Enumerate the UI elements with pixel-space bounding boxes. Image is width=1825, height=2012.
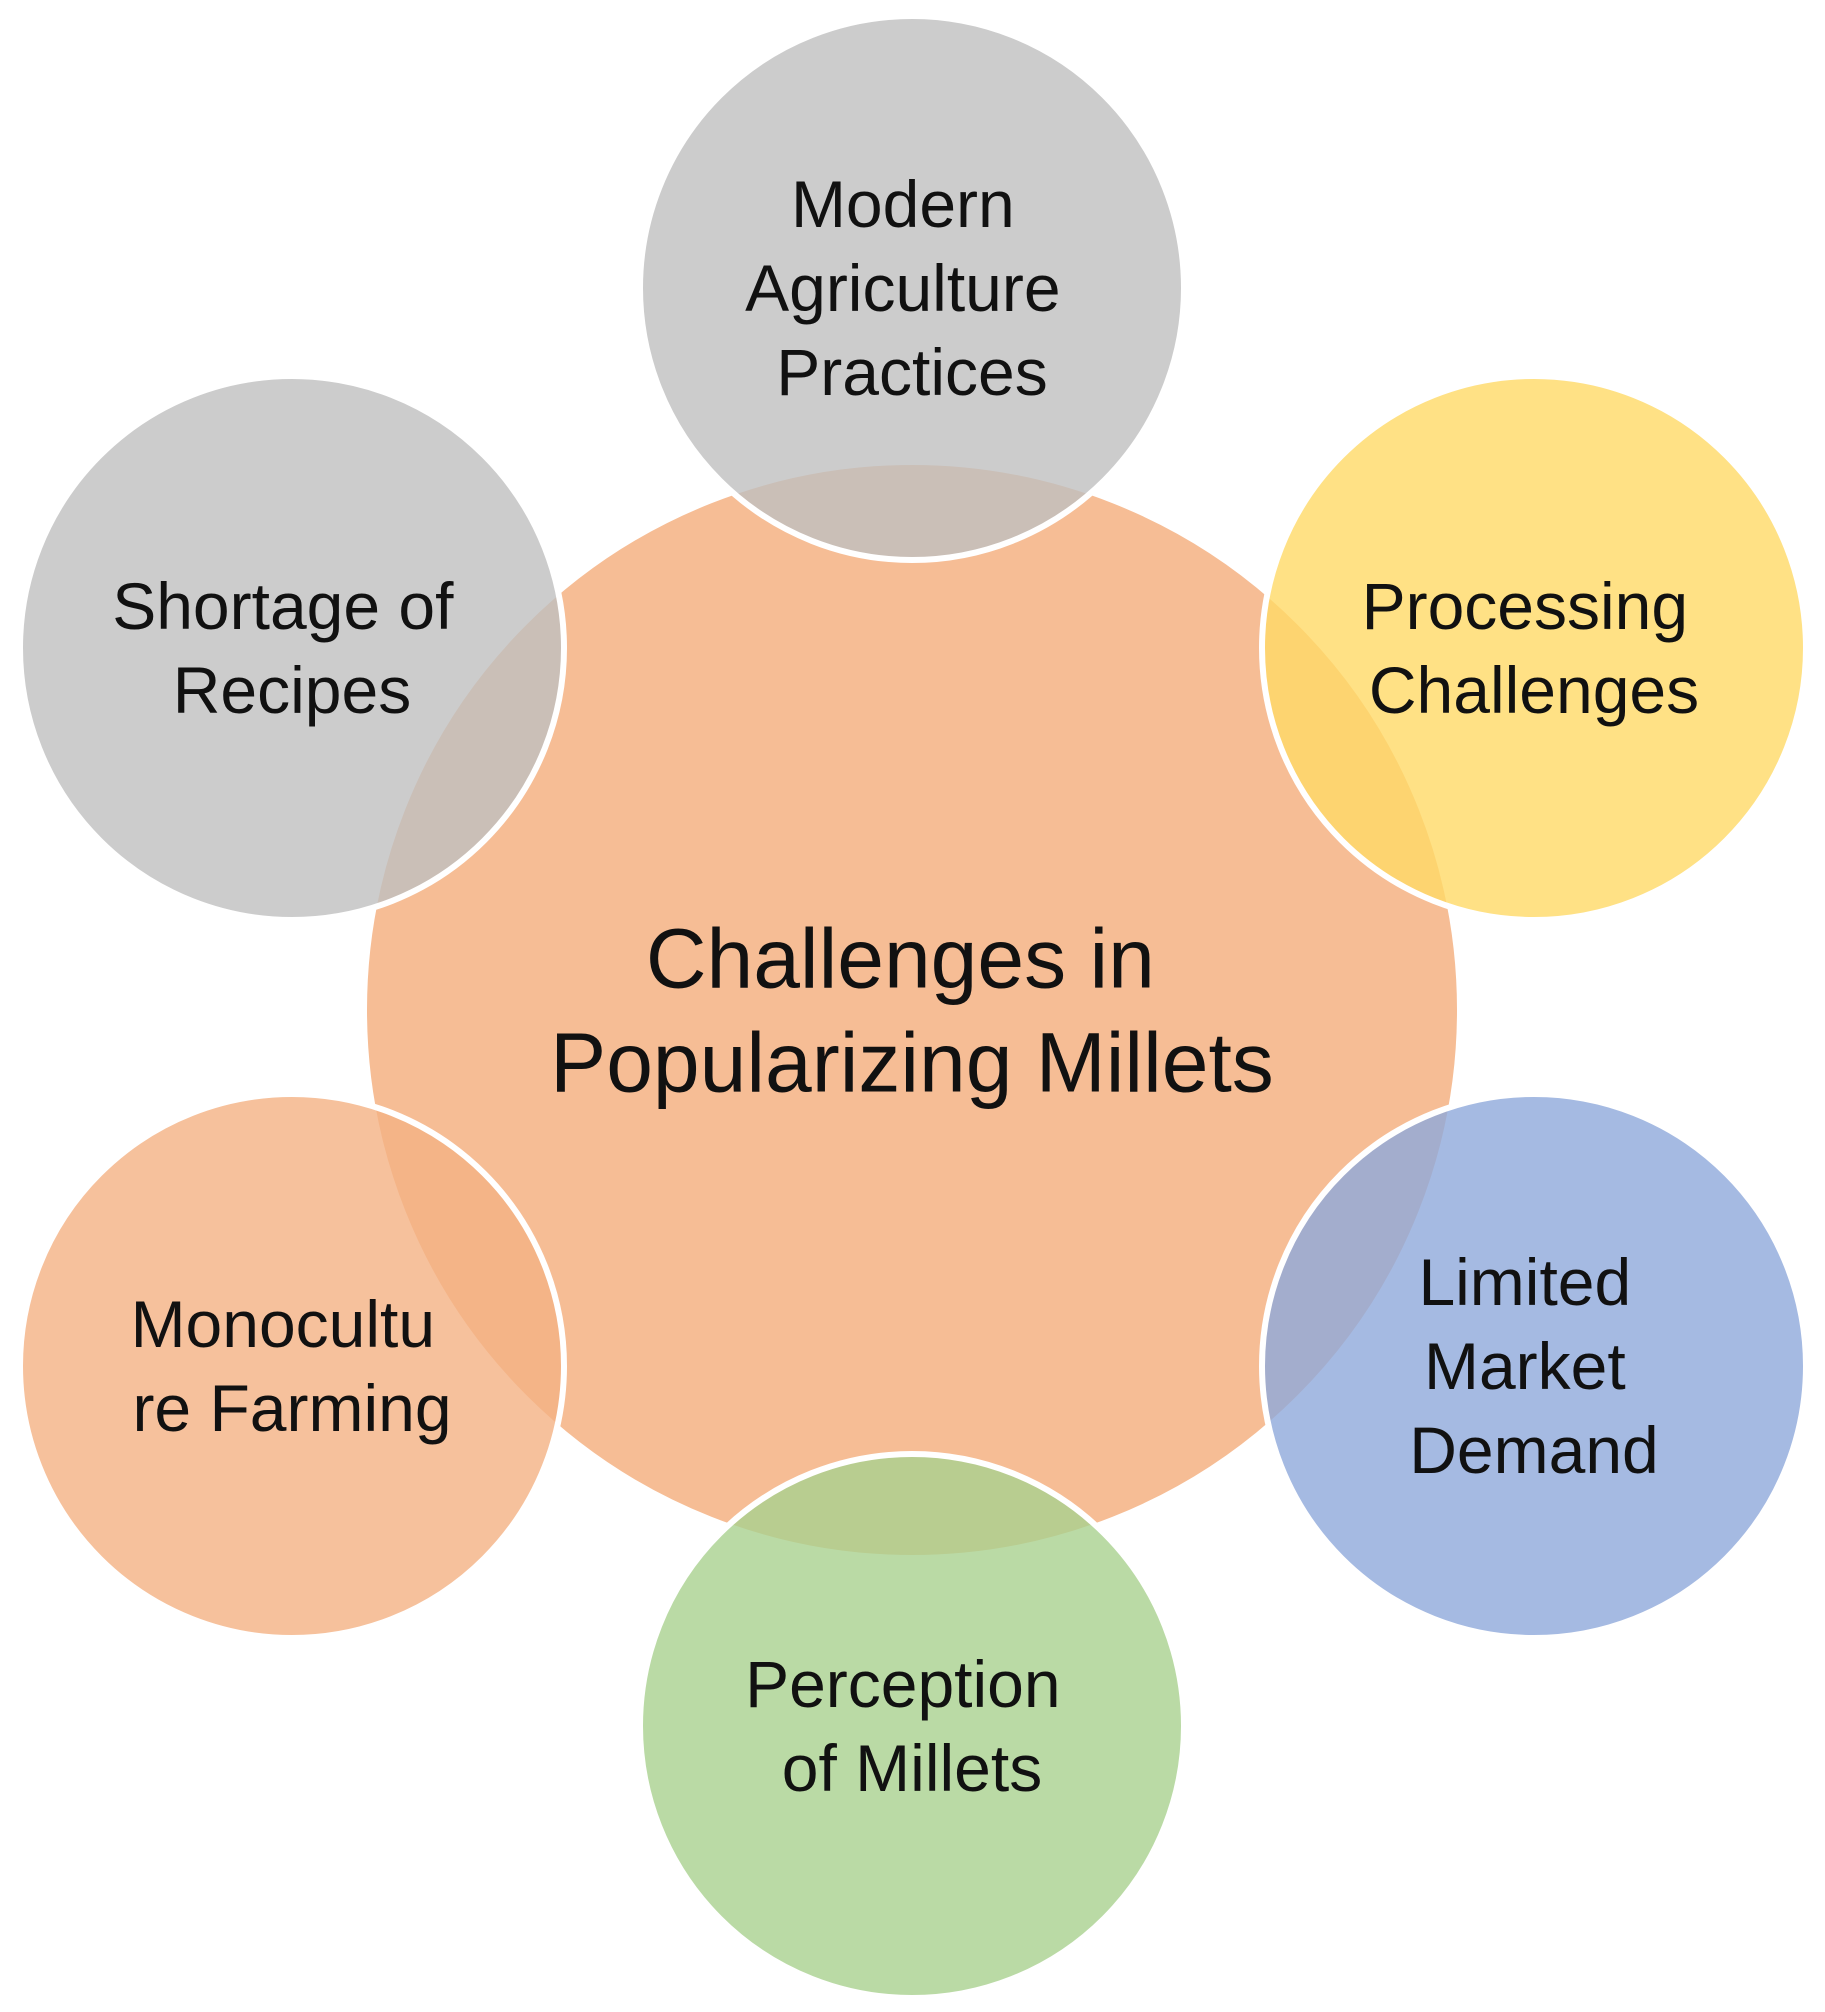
satellite-perception-of-millets: Perception of Millets <box>637 1451 1187 2001</box>
satellite-label-line: Recipes <box>173 653 411 727</box>
satellite-label-line: Demand <box>1409 1413 1658 1487</box>
satellite-label: Monocultu re Farming <box>131 1287 454 1445</box>
center-label-line: Challenges in <box>646 911 1155 1005</box>
center-label-line: Popularizing Millets <box>550 1015 1274 1109</box>
satellite-monoculture-farming: Monocultu re Farming <box>17 1091 567 1641</box>
satellite-circle <box>1259 1091 1809 1641</box>
satellite-label-line: re Farming <box>132 1371 451 1445</box>
satellite-circle <box>637 1451 1187 2001</box>
satellite-modern-agriculture-practices: Modern Agriculture Practices <box>637 13 1187 563</box>
satellite-processing-challenges: Processing Challenges <box>1259 373 1809 923</box>
satellite-label-line: Practices <box>776 335 1047 409</box>
satellite-circle <box>637 13 1187 563</box>
satellite-circle <box>17 373 567 923</box>
satellite-label: Limited Market Demand <box>1409 1245 1658 1487</box>
center-label: Challenges in Popularizing Millets <box>550 911 1274 1109</box>
satellite-label-line: Challenges <box>1369 653 1699 727</box>
satellite-label: Perception of Millets <box>745 1647 1079 1805</box>
satellite-label-line: Market <box>1424 1329 1626 1403</box>
satellite-label-line: Modern <box>791 167 1015 241</box>
satellite-label-line: Monocultu <box>131 1287 436 1361</box>
satellite-circle <box>17 1091 567 1641</box>
satellite-label-line: Shortage of <box>112 569 454 643</box>
satellite-label-line: Perception <box>745 1647 1061 1721</box>
satellite-label-line: Agriculture <box>745 251 1060 325</box>
satellite-label-line: of Millets <box>782 1731 1042 1805</box>
center-node: Challenges in Popularizing Millets <box>361 459 1463 1561</box>
satellite-label-line: Processing <box>1362 569 1689 643</box>
satellite-label: Modern Agriculture Practices <box>745 167 1079 409</box>
satellite-label: Processing Challenges <box>1362 569 1707 727</box>
satellite-shortage-of-recipes: Shortage of Recipes <box>17 373 567 923</box>
satellite-label-line: Limited <box>1418 1245 1631 1319</box>
satellite-limited-market-demand: Limited Market Demand <box>1259 1091 1809 1641</box>
satellite-circle <box>1259 373 1809 923</box>
satellite-label: Shortage of Recipes <box>112 569 472 727</box>
